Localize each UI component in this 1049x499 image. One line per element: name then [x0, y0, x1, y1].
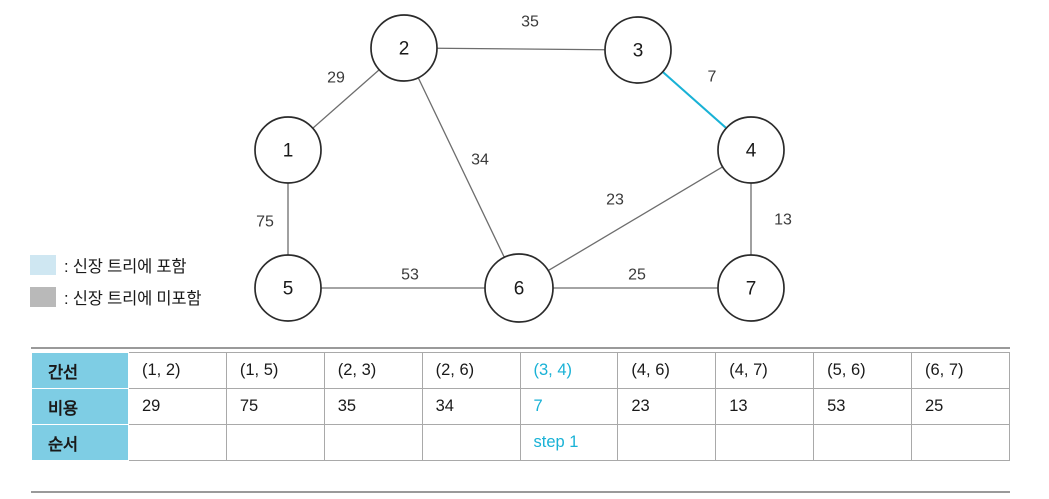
table-cell-order-3 — [323, 424, 423, 461]
table-cell-edge-pair-7: (4, 7) — [715, 352, 815, 389]
graph-node-4: 4 — [717, 116, 785, 184]
graph-edge-2-3 — [436, 47, 606, 51]
table-cell-order-7 — [715, 424, 815, 461]
graph-node-3: 3 — [604, 16, 672, 84]
table-cell-edge-pair-2: (1, 5) — [225, 352, 325, 389]
table-row-edge-pair: 간선(1, 2)(1, 5)(2, 3)(2, 6)(3, 4)(4, 6)(4… — [31, 352, 1010, 389]
graph-node-circle-5 — [254, 254, 322, 322]
legend-swatch-included-icon — [30, 254, 56, 275]
table-cell-cost-8: 53 — [813, 388, 912, 425]
graph-node-circle-4 — [717, 116, 785, 184]
edge-weight-6-7: 25 — [628, 267, 646, 284]
graph-node-label-7: 7 — [746, 279, 757, 300]
table-cell-edge-pair-1: (1, 2) — [128, 352, 227, 389]
edge-weight-3-4: 7 — [708, 69, 717, 86]
table-cell-cost-1: 29 — [128, 388, 227, 425]
graph-node-label-3: 3 — [633, 41, 644, 62]
graph-node-circle-3 — [604, 16, 672, 84]
legend-label-included: : 신장 트리에 포함 — [64, 257, 187, 276]
table-cell-edge-pair-3: (2, 3) — [323, 352, 423, 389]
edge-weight-4-7: 13 — [774, 212, 792, 229]
legend: : 신장 트리에 포함 : 신장 트리에 미포함 — [30, 250, 270, 314]
table-cell-order-4 — [421, 424, 521, 461]
graph-edge-3-4 — [662, 71, 727, 129]
table-cell-order-1 — [128, 424, 227, 461]
table-cell-cost-5: 7 — [519, 388, 619, 425]
edge-weight-2-6: 34 — [471, 152, 489, 169]
table-cell-edge-pair-4: (2, 6) — [421, 352, 521, 389]
graph-node-5: 5 — [254, 254, 322, 322]
table-row-header-cost: 비용 — [31, 388, 129, 425]
edge-cost-table: 간선(1, 2)(1, 5)(2, 3)(2, 6)(3, 4)(4, 6)(4… — [31, 352, 1010, 461]
graph-node-label-5: 5 — [283, 279, 294, 300]
table-top-rule — [31, 347, 1010, 349]
table-cell-cost-3: 35 — [323, 388, 423, 425]
table-cell-order-2 — [225, 424, 325, 461]
table-cell-edge-pair-6: (4, 6) — [617, 352, 717, 389]
graph-node-6: 6 — [484, 253, 554, 323]
graph-node-circle-2 — [370, 14, 438, 82]
legend-row-included: : 신장 트리에 포함 — [30, 250, 270, 279]
graph-edge-2-6 — [417, 77, 505, 258]
graph-node-label-6: 6 — [514, 279, 525, 300]
table-cell-order-5: step 1 — [519, 424, 619, 461]
table-row-order: 순서 step 1 — [31, 424, 1010, 461]
table-cell-edge-pair-5: (3, 4) — [519, 352, 619, 389]
table-cell-cost-7: 13 — [715, 388, 815, 425]
graph-node-circle-1 — [254, 116, 322, 184]
table-cell-cost-9: 25 — [911, 388, 1010, 425]
table-row-header-edge-pair: 간선 — [31, 352, 129, 389]
table-cell-order-8 — [813, 424, 912, 461]
edge-weight-1-5: 75 — [256, 214, 274, 231]
graph-node-label-2: 2 — [399, 39, 410, 60]
table-cell-cost-6: 23 — [617, 388, 717, 425]
legend-row-excluded: : 신장 트리에 미포함 — [30, 282, 270, 311]
graph-node-2: 2 — [370, 14, 438, 82]
legend-swatch-excluded-icon — [30, 286, 56, 307]
edge-weight-2-3: 35 — [521, 14, 539, 31]
table-cell-edge-pair-9: (6, 7) — [911, 352, 1010, 389]
edge-weight-1-2: 29 — [327, 70, 345, 87]
table-cell-order-6 — [617, 424, 717, 461]
table-cell-cost-2: 75 — [225, 388, 325, 425]
graph-edge-4-6 — [547, 166, 723, 272]
graph-node-label-1: 1 — [283, 141, 294, 162]
table-bottom-rule — [31, 491, 1010, 493]
table-cell-cost-4: 34 — [421, 388, 521, 425]
edge-weight-4-6: 23 — [606, 192, 624, 209]
graph-node-circle-7 — [717, 254, 785, 322]
table-row-header-order: 순서 — [31, 424, 129, 461]
edge-weight-5-6: 53 — [401, 267, 419, 284]
table-cell-order-9 — [911, 424, 1010, 461]
graph-node-label-4: 4 — [746, 141, 757, 162]
graph-node-circle-6 — [484, 253, 554, 323]
graph-edge-1-2 — [312, 69, 380, 129]
graph-node-1: 1 — [254, 116, 322, 184]
legend-label-excluded: : 신장 트리에 미포함 — [64, 289, 202, 308]
graph-node-7: 7 — [717, 254, 785, 322]
table-cell-edge-pair-8: (5, 6) — [813, 352, 912, 389]
